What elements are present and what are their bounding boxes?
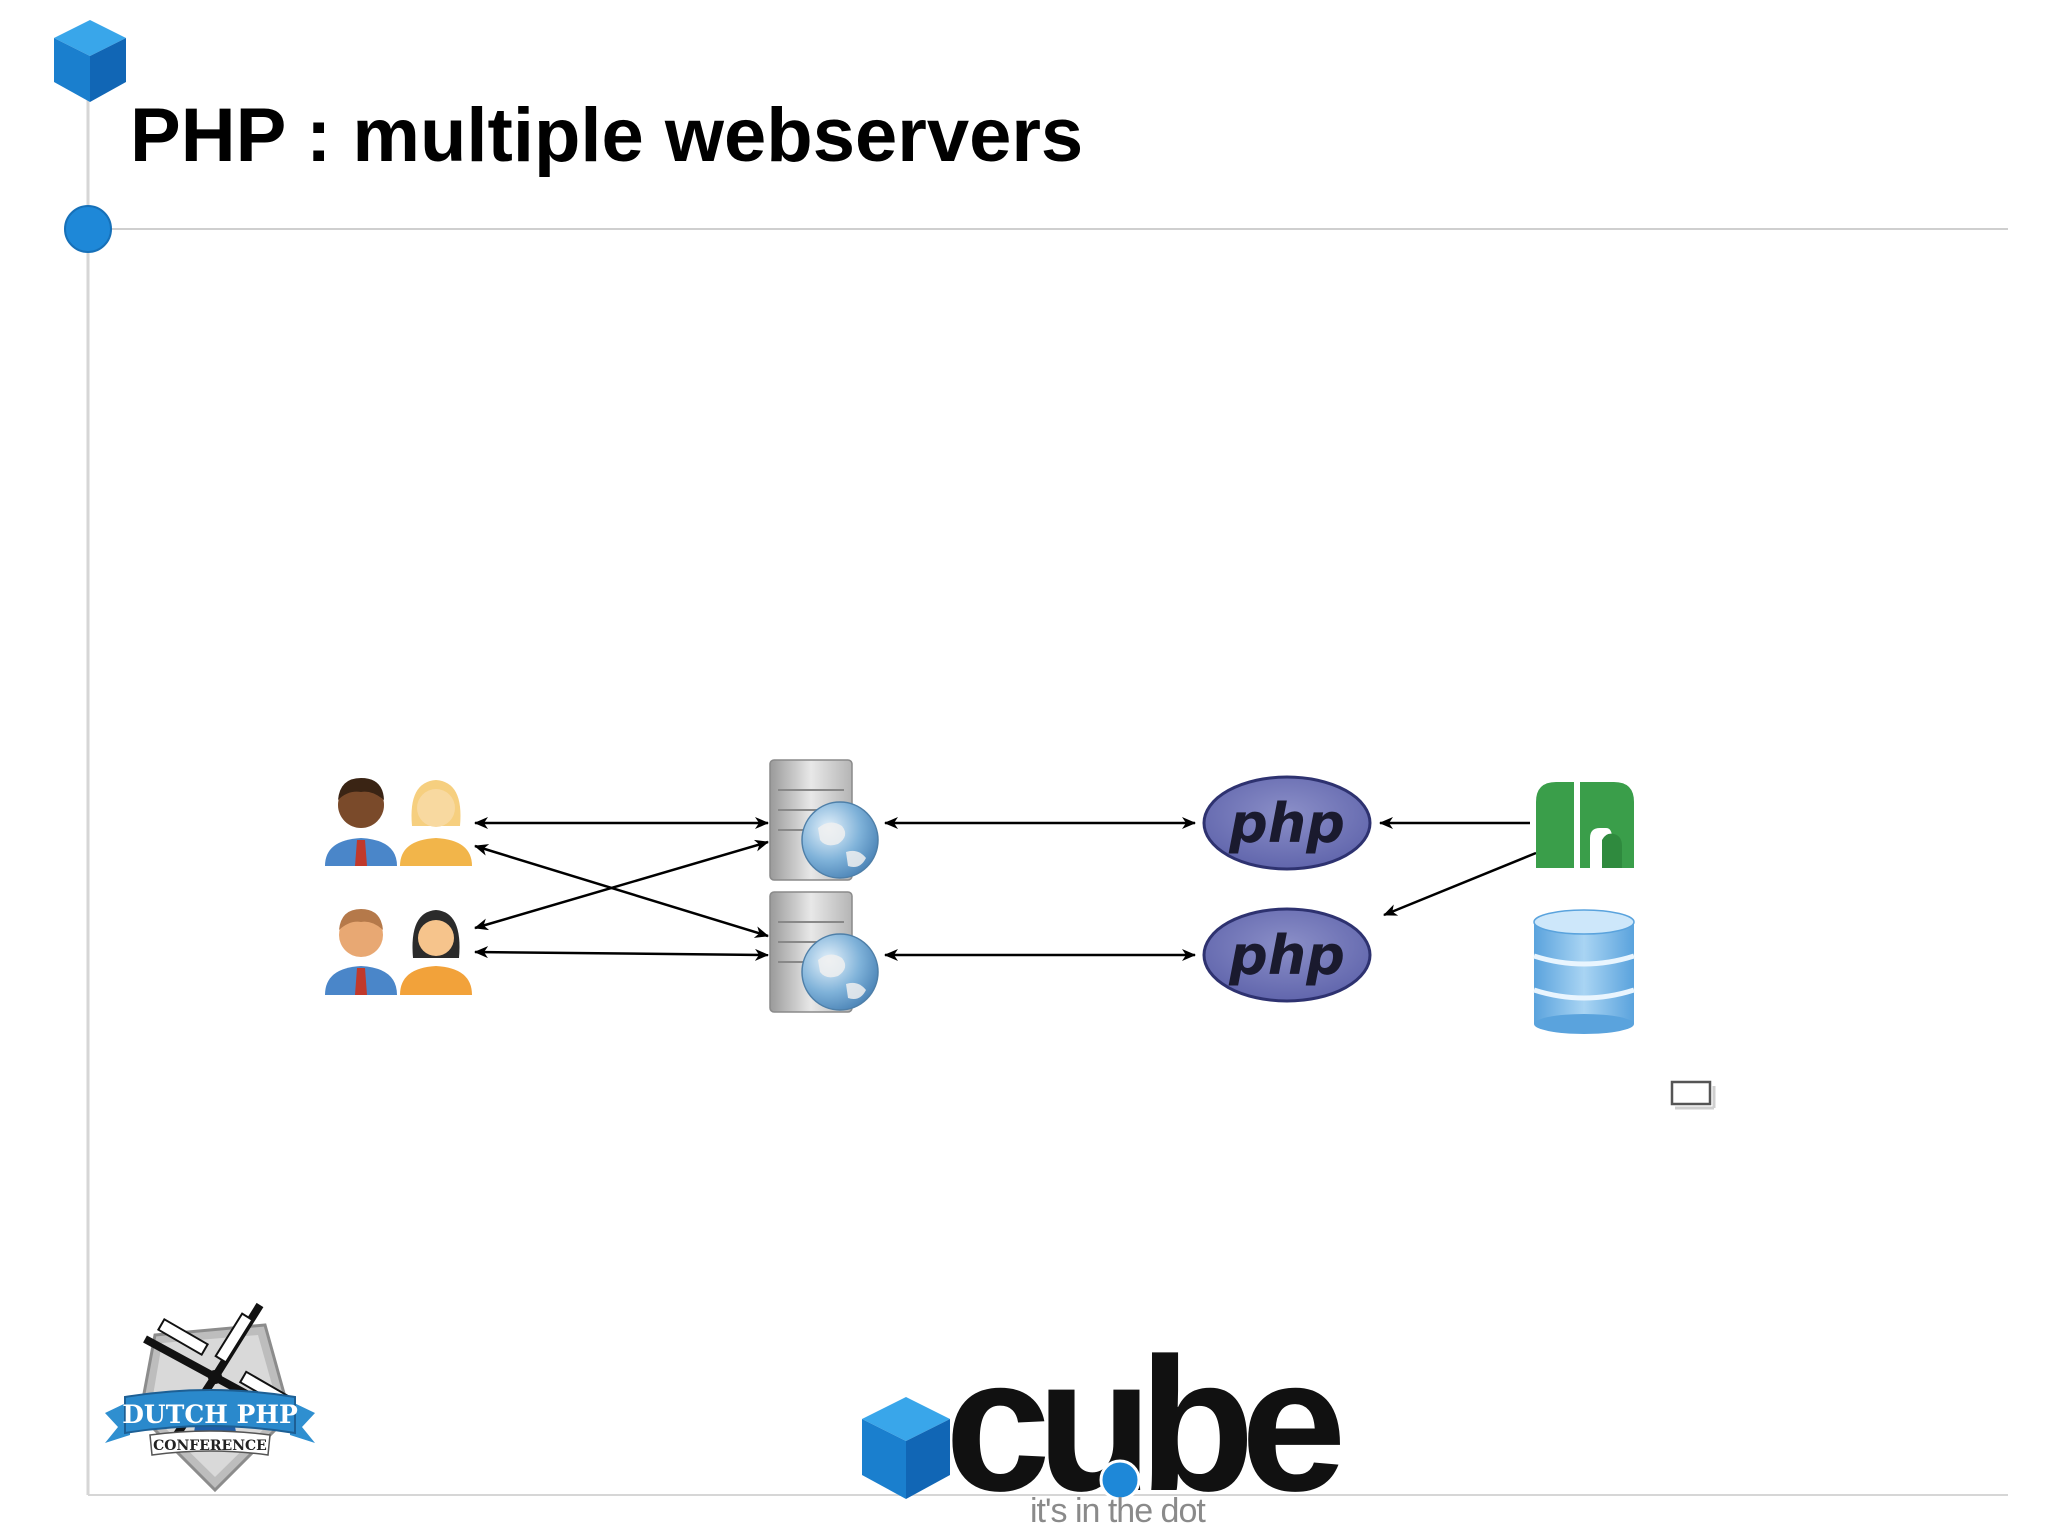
web-server-icon	[769, 759, 879, 881]
slide-title: PHP : multiple webservers	[130, 93, 1084, 178]
company-tagline: it's in the dot	[1030, 1492, 1206, 1530]
web-server-1	[769, 759, 879, 881]
company-name: cube	[945, 1319, 1346, 1531]
memcache-icon	[1536, 782, 1634, 868]
conference-subtitle: CONFERENCE	[153, 1438, 267, 1454]
dutch-php-conference-logo: DUTCH PHP CONFERENCE	[105, 1302, 315, 1493]
timeline-dot-icon	[64, 205, 112, 253]
php-logo-icon: php	[1202, 775, 1372, 871]
php-node-1: php	[1202, 775, 1372, 871]
php-node-2: php	[1202, 907, 1372, 1003]
edge-users2-web1	[474, 839, 769, 931]
user-icon	[400, 780, 472, 866]
php-logo-icon: php	[1202, 907, 1372, 1003]
edge-users2-web2	[474, 946, 769, 961]
database-node	[1533, 909, 1635, 1034]
empty-box-icon	[1670, 1080, 1716, 1110]
user-icon	[325, 778, 397, 866]
user-group-2	[325, 909, 472, 995]
conference-name: DUTCH PHP	[122, 1400, 298, 1429]
edge-users1-web2	[474, 844, 769, 938]
memcache-node	[1536, 782, 1634, 868]
database-icon	[1533, 909, 1635, 1034]
web-server-2	[769, 891, 879, 1013]
php-label: php	[1228, 792, 1345, 855]
web-server-icon	[769, 891, 879, 1013]
user-icon	[325, 909, 397, 995]
cube-mark-icon	[54, 20, 126, 102]
user-group-1	[325, 778, 472, 866]
php-label: php	[1228, 924, 1345, 987]
cube-logo-icon	[862, 1397, 950, 1499]
cube-dot-icon	[1099, 1459, 1141, 1501]
edge-memcache-php2	[1383, 851, 1537, 917]
user-icon	[400, 910, 472, 995]
